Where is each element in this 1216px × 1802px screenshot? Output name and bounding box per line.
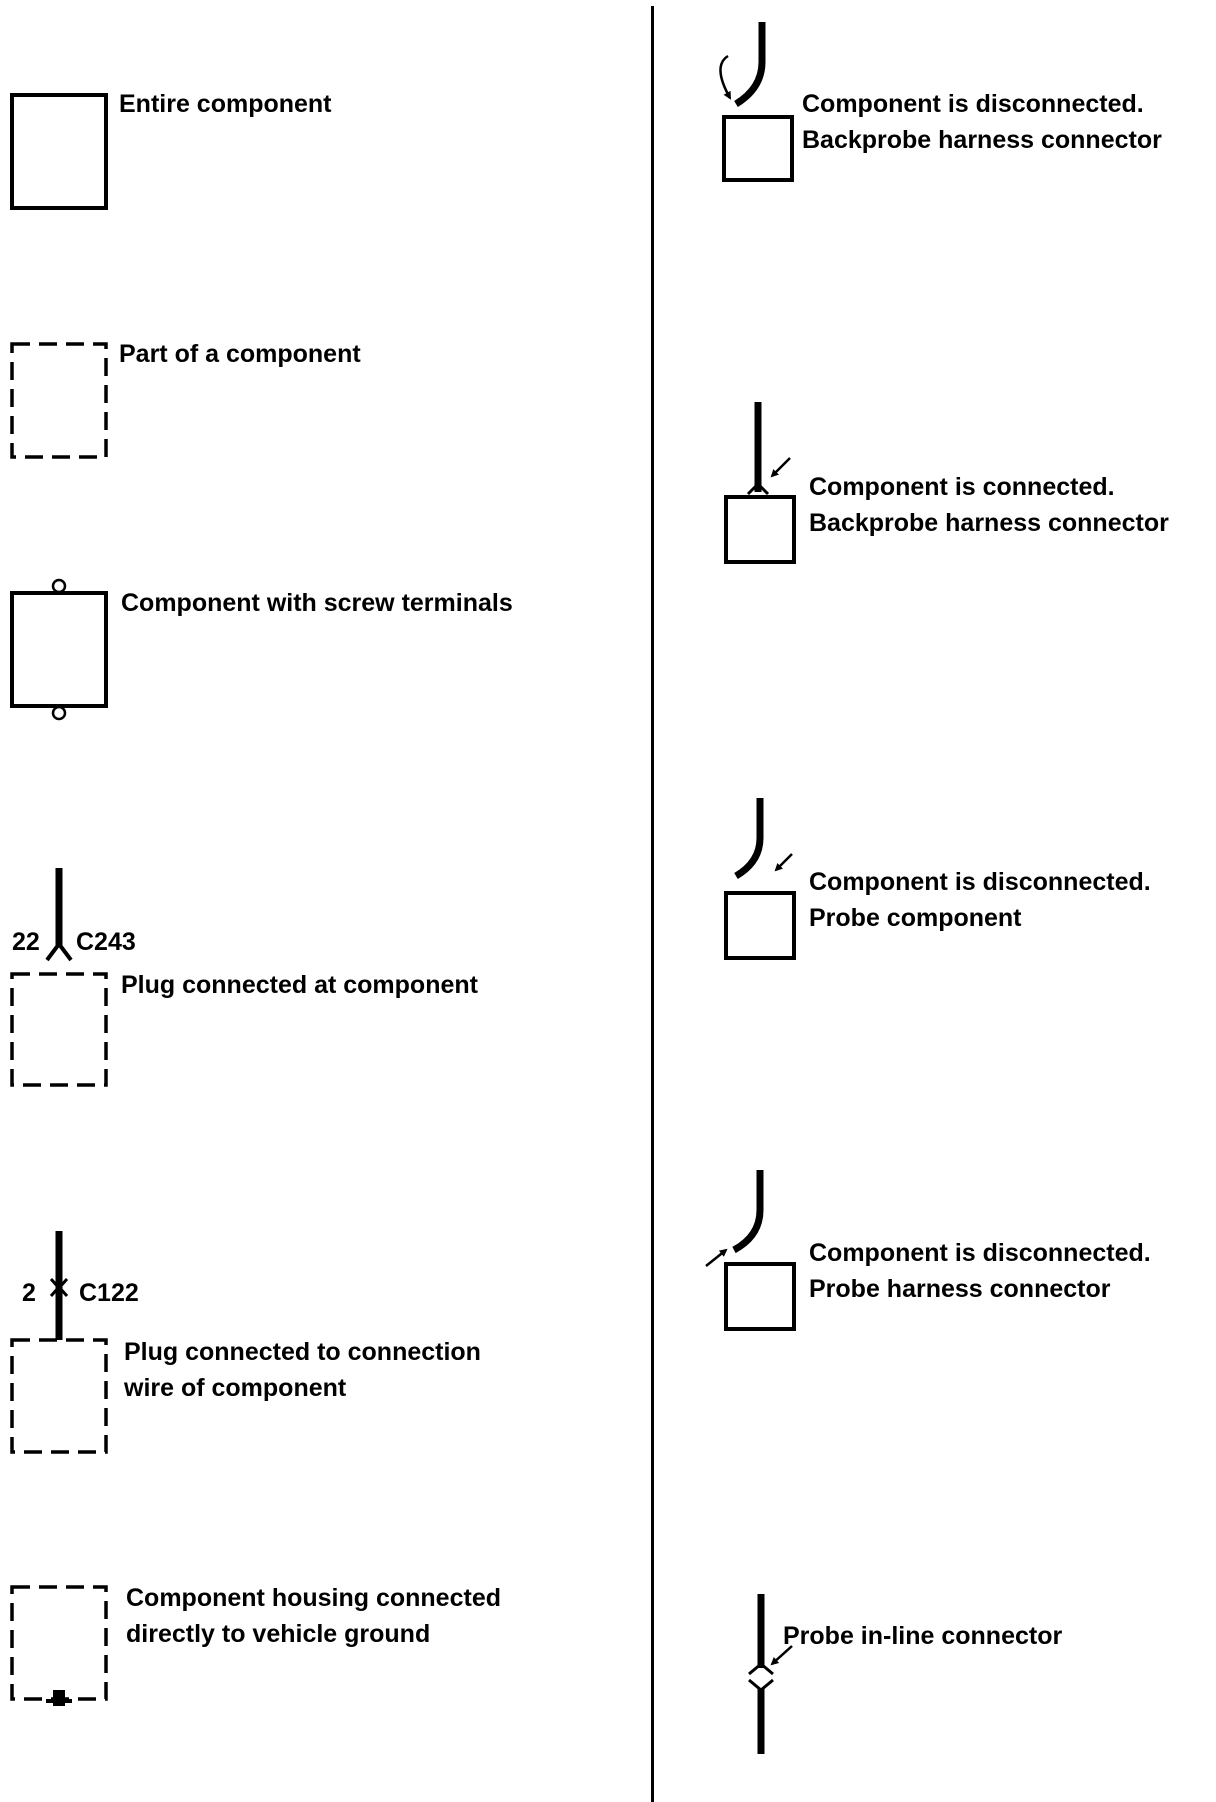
- plug-at-component-label: Plug connected at component: [121, 971, 478, 999]
- screw-terminals-label: Component with screw terminals: [121, 589, 513, 617]
- entire-component-label: Entire component: [119, 90, 332, 118]
- disconnected-probe-harness-line1: Component is disconnected.: [809, 1239, 1151, 1267]
- plug-wire-label: Plug connected to connection wire of com…: [124, 1334, 481, 1406]
- housing-ground-label: Component housing connected directly to …: [126, 1580, 501, 1652]
- screw-terminal-component-symbol: [10, 578, 108, 721]
- plug-wire-label-line1: Plug connected to connection: [124, 1338, 481, 1366]
- disconnected-probe-component-symbol: [724, 798, 796, 960]
- plug-wire-connector-id: C122: [79, 1279, 139, 1307]
- inline-connector-label: Probe in-line connector: [783, 1622, 1063, 1650]
- column-divider: [651, 6, 654, 1802]
- disconnected-backprobe-label: Component is disconnected. Backprobe har…: [802, 86, 1162, 158]
- part-component-symbol: [10, 342, 108, 459]
- disconnected-probe-component-label: Component is disconnected. Probe compone…: [809, 864, 1151, 936]
- housing-ground-label-line2: directly to vehicle ground: [126, 1620, 431, 1648]
- disconnected-backprobe-symbol: [719, 22, 794, 182]
- housing-ground-symbol: [10, 1585, 108, 1706]
- disconnected-backprobe-line2: Backprobe harness connector: [802, 126, 1162, 154]
- housing-ground-label-line1: Component housing connected: [126, 1584, 501, 1612]
- disconnected-probe-component-line2: Probe component: [809, 904, 1022, 932]
- plug-to-wire-symbol: [10, 1231, 108, 1454]
- connected-backprobe-line1: Component is connected.: [809, 473, 1115, 501]
- disconnected-probe-harness-line2: Probe harness connector: [809, 1275, 1111, 1303]
- inline-connector-symbol: [748, 1594, 793, 1754]
- connected-backprobe-line2: Backprobe harness connector: [809, 509, 1169, 537]
- plug-wire-pin-number: 2: [22, 1279, 36, 1307]
- plug-at-connector-id: C243: [76, 928, 136, 956]
- disconnected-probe-harness-symbol: [705, 1170, 796, 1331]
- connected-backprobe-symbol: [724, 402, 796, 564]
- entire-component-symbol: [10, 93, 108, 210]
- disconnected-backprobe-line1: Component is disconnected.: [802, 90, 1144, 118]
- part-component-label: Part of a component: [119, 340, 361, 368]
- plug-at-pin-number: 22: [12, 928, 40, 956]
- disconnected-probe-harness-label: Component is disconnected. Probe harness…: [809, 1235, 1151, 1307]
- plug-at-component-symbol: [10, 868, 108, 1087]
- disconnected-probe-component-line1: Component is disconnected.: [809, 868, 1151, 896]
- connected-backprobe-label: Component is connected. Backprobe harnes…: [809, 469, 1169, 541]
- plug-wire-label-line2: wire of component: [124, 1374, 347, 1402]
